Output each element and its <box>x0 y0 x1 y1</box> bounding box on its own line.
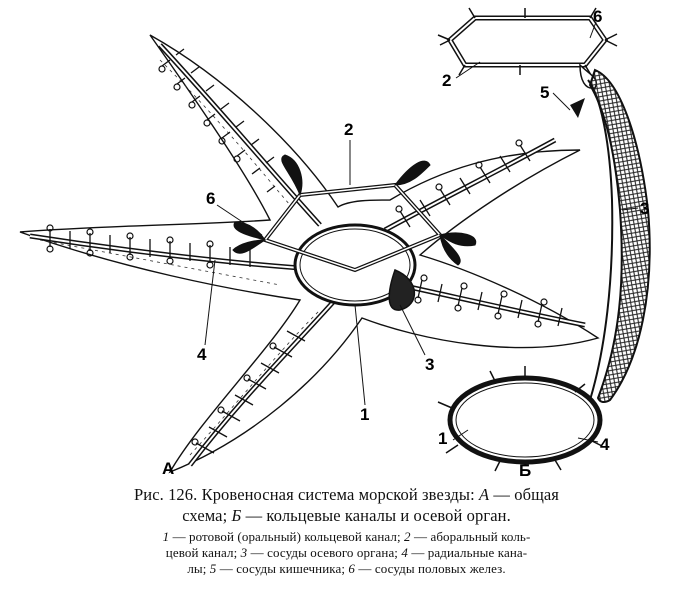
starfish-diagram: 2 6 4 1 3 А <box>19 7 651 480</box>
panel-a-label: А <box>162 459 174 478</box>
callout-a-6: 6 <box>206 189 215 208</box>
callout-b-6: 6 <box>593 7 602 26</box>
caption-prefix: Рис. 126. <box>134 485 198 504</box>
aboral-ring-b <box>446 15 609 68</box>
gonad-vessels <box>232 154 477 266</box>
axial-organ <box>588 68 651 404</box>
tube-feet-loops <box>46 65 548 446</box>
axial-organ-vessels <box>388 269 416 311</box>
ring-canals-panel-b: 6 2 5 3 1 4 Б <box>437 7 651 480</box>
callout-a-1: 1 <box>360 405 369 424</box>
callout-a-4: 4 <box>197 345 207 364</box>
caption-title: Рис. 126. Кровеносная система морской зв… <box>134 485 559 525</box>
callout-a-3: 3 <box>425 355 434 374</box>
callout-b-5: 5 <box>540 83 549 102</box>
callout-a-2: 2 <box>344 120 353 139</box>
intestinal-vessels <box>570 98 585 118</box>
caption-legend: 1 — ротовой (оральный) кольцевой канал; … <box>162 529 531 576</box>
panel-b-label: Б <box>519 461 531 480</box>
starfish-panel-a: 2 6 4 1 3 А <box>19 34 600 478</box>
figure-caption: Рис. 126. Кровеносная система морской зв… <box>14 484 679 577</box>
callout-b-3: 3 <box>640 199 649 218</box>
callout-b-1: 1 <box>438 429 447 448</box>
tube-feet-ladders <box>49 48 563 454</box>
callout-b-4: 4 <box>600 435 610 454</box>
callout-b-2: 2 <box>442 71 451 90</box>
